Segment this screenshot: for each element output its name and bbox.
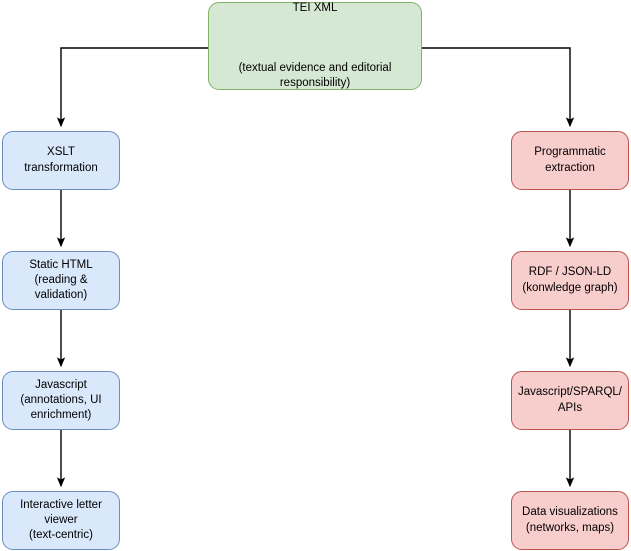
node-programmatic-extraction-label: Programmatic extraction (534, 146, 606, 174)
node-data-visualizations[interactable]: Data visualizations (networks, maps) (511, 491, 629, 550)
node-programmatic-extraction[interactable]: Programmatic extraction (511, 131, 629, 190)
edge-tei-to-extraction (422, 47, 575, 128)
node-tei-xml[interactable]: TEI XML (textual evidence and editorial … (208, 2, 422, 90)
node-tei-xml-content: TEI XML (textual evidence and editorial … (215, 0, 415, 106)
node-interactive-letter-viewer[interactable]: Interactive letter viewer (text-centric) (2, 491, 120, 550)
node-tei-xml-subtitle: (textual evidence and editorial responsi… (238, 61, 392, 89)
node-tei-xml-title: TEI XML (292, 2, 338, 15)
node-xslt-transformation[interactable]: XSLT transformation (2, 131, 120, 190)
edge-tei-to-xslt (56, 47, 208, 128)
node-static-html[interactable]: Static HTML (reading & validation) (2, 251, 120, 310)
node-static-html-label: Static HTML (reading & validation) (29, 258, 93, 302)
node-rdf-json-ld-label: RDF / JSON-LD (konwledge graph) (522, 266, 618, 294)
node-javascript-sparql-apis[interactable]: Javascript/SPARQL/ APIs (511, 371, 629, 430)
node-xslt-transformation-label: XSLT transformation (24, 146, 98, 174)
node-data-visualizations-label: Data visualizations (networks, maps) (522, 506, 618, 534)
node-javascript-annotations-label: Javascript (annotations, UI enrichment) (20, 378, 102, 422)
node-tei-xml-spacer (215, 31, 415, 45)
node-interactive-letter-viewer-label: Interactive letter viewer (text-centric) (20, 498, 102, 542)
node-rdf-json-ld[interactable]: RDF / JSON-LD (konwledge graph) (511, 251, 629, 310)
node-javascript-annotations[interactable]: Javascript (annotations, UI enrichment) (2, 371, 120, 430)
node-javascript-sparql-apis-label: Javascript/SPARQL/ APIs (518, 386, 622, 414)
